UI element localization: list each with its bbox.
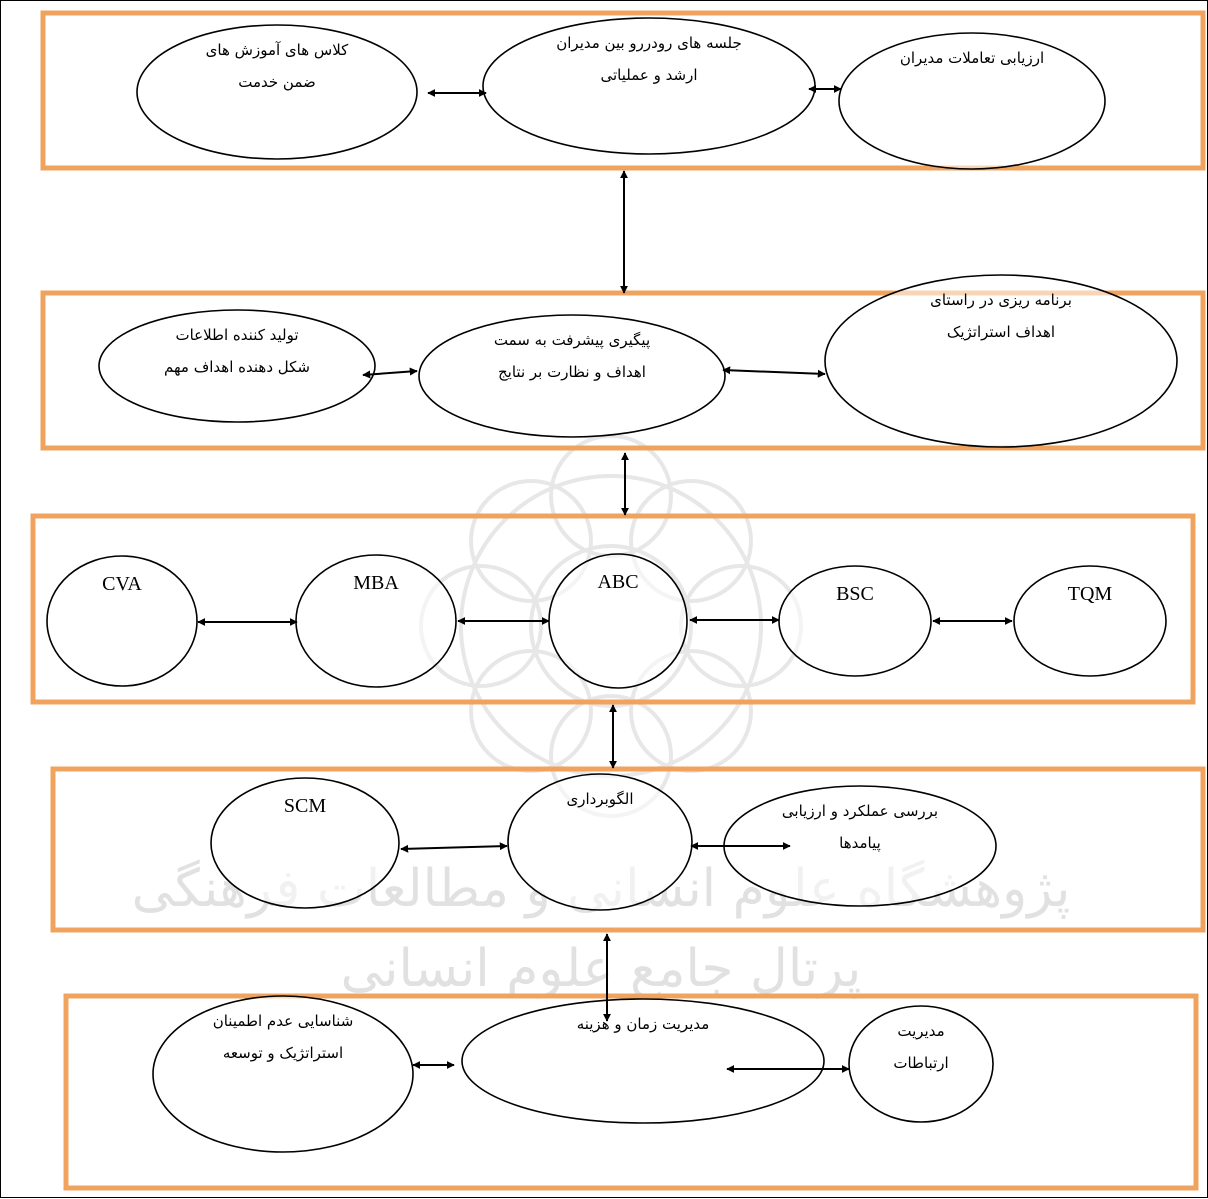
arrow-r2-1 <box>362 367 418 379</box>
node-r5-2: مدیریت زمان و هزینه <box>461 998 825 1124</box>
node-label-line: جلسه های رودررو بین مدیران <box>556 34 742 52</box>
node-label-line: شناسایی عدم اطمینان <box>213 1012 354 1030</box>
row-5-frame <box>63 993 1199 1191</box>
node-ellipse <box>136 24 418 160</box>
arrow-r2-2 <box>722 366 826 378</box>
node-label-line: مدیریت <box>897 1022 944 1040</box>
node-label-line: BSC <box>836 583 874 605</box>
node-r4-3: SCM <box>210 777 400 909</box>
node-r1-2: جلسه های رودررو بین مدیران ارشد و عملیاتی <box>482 17 816 155</box>
node-ellipse <box>824 274 1178 448</box>
node-ellipse <box>98 309 376 423</box>
node-ellipse <box>152 995 414 1153</box>
node-r2-2: پیگیری پیشرفت به سمت اهداف و نظارت بر نتا… <box>418 314 726 438</box>
node-label-line: CVA <box>102 573 142 595</box>
row-1-frame <box>40 10 1206 171</box>
node-label-line: MBA <box>353 572 399 594</box>
node-r1-3: کلاس های آموزش های ضمن خدمت <box>136 24 418 160</box>
node-label-line: کلاس های آموزش های <box>206 41 350 59</box>
row-1: ارزیابی تعاملات مدیران جلسه های رودررو بی… <box>40 10 1206 171</box>
node-label-line: ارتباطات <box>893 1054 948 1072</box>
node-ellipse <box>461 998 825 1124</box>
node-ellipse <box>1013 565 1167 677</box>
row-3: TQM BSC ABC MBA CVA <box>30 513 1196 705</box>
watermark-line-2: پرتال جامع علوم انسانی <box>341 939 862 999</box>
row-2: برنامه ریزی در راستای اهداف استراتژیک پیگی… <box>40 274 1206 451</box>
row-5: مدیریت ارتباطات مدیریت زمان و هزینه شناسایی… <box>63 993 1199 1191</box>
node-label-line: پیگیری پیشرفت به سمت <box>494 331 650 350</box>
node-label-line: بررسی عملکرد و ارزیابی <box>782 802 938 820</box>
node-label-line: الگوبرداری <box>566 790 633 808</box>
node-label-line: TQM <box>1068 583 1113 605</box>
node-label-line: SCM <box>284 795 326 817</box>
node-r3-4: MBA <box>295 554 457 688</box>
node-r3-2: BSC <box>778 565 932 677</box>
node-label-line: اهداف و نظارت بر نتایج <box>498 363 646 381</box>
node-r1-1: ارزیابی تعاملات مدیران <box>838 32 1106 170</box>
row-3-frame <box>30 513 1196 705</box>
node-label-line: ضمن خدمت <box>238 73 316 91</box>
node-ellipse <box>46 555 198 687</box>
node-ellipse <box>848 1005 994 1123</box>
node-r2-1: برنامه ریزی در راستای اهداف استراتژیک <box>824 274 1178 448</box>
node-r2-3: تولید کننده اطلاعات شکل دهنده اهداف مهم <box>98 309 376 423</box>
node-r3-3: ABC <box>548 553 688 689</box>
node-label-line: ABC <box>597 571 638 593</box>
node-label-line: ارزیابی تعاملات مدیران <box>900 49 1044 67</box>
node-ellipse <box>838 32 1106 170</box>
row-4-frame <box>50 766 1206 933</box>
arrow-r4-1 <box>400 842 508 853</box>
node-label-line: اهداف استراتژیک <box>947 323 1055 341</box>
node-r5-1: مدیریت ارتباطات <box>848 1005 994 1123</box>
node-label-line: استراتژیک و توسعه <box>223 1044 343 1062</box>
node-r4-2: الگوبرداری <box>507 773 693 911</box>
node-label-line: پیامدها <box>839 834 881 853</box>
node-label-line: مدیریت زمان و هزینه <box>577 1015 710 1033</box>
row-4: بررسی عملکرد و ارزیابی پیامدها الگوبرداری S… <box>50 766 1206 933</box>
watermark: پژوهشگاه علوم انسانی و مطالعات فرهنگی پر… <box>132 434 1070 999</box>
node-r4-1: بررسی عملکرد و ارزیابی پیامدها <box>723 785 997 907</box>
node-r3-1: TQM <box>1013 565 1167 677</box>
node-label-line: تولید کننده اطلاعات <box>175 326 298 344</box>
node-ellipse <box>210 777 400 909</box>
node-r5-3: شناسایی عدم اطمینان استراتژیک و توسعه <box>152 995 414 1153</box>
node-label-line: ارشد و عملیاتی <box>601 66 698 84</box>
node-label-line: برنامه ریزی در راستای <box>930 291 1072 309</box>
node-label-line: شکل دهنده اهداف مهم <box>164 358 310 376</box>
node-r3-5: CVA <box>46 555 198 687</box>
